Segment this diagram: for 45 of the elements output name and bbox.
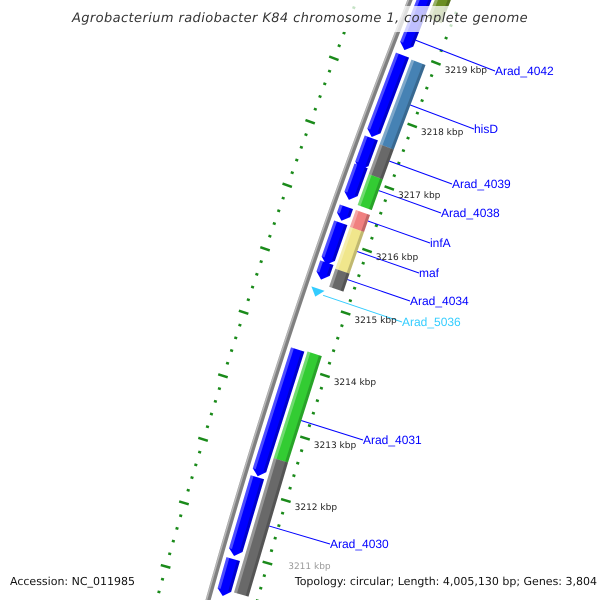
gene-label: Arad_4038 [441, 206, 500, 220]
gene-block [218, 557, 240, 596]
gene-block [367, 52, 410, 137]
gene-label: Arad_5036 [402, 315, 461, 329]
scale-label: 3217 kbp [398, 190, 440, 202]
leader-line [300, 420, 364, 440]
leader-line [347, 279, 410, 302]
gene-label: Arad_4031 [363, 433, 422, 447]
gene-bar [368, 144, 394, 180]
gene-bar [358, 174, 383, 210]
leader-line [356, 250, 420, 274]
leader-line [415, 40, 496, 72]
gene-label: Arad_4039 [452, 177, 511, 191]
gene-bar [329, 268, 350, 292]
scale-label: 3214 kbp [334, 378, 376, 390]
scale-label: 3218 kbp [420, 128, 464, 140]
leader-line [410, 104, 474, 130]
scale-label: 3215 kbp [354, 316, 397, 327]
info-text: Topology: circular; Length: 4,005,130 bp; Genes: 3,804 [294, 574, 598, 590]
scale-label: 3213 kbp [314, 440, 356, 452]
gene-block [344, 164, 368, 200]
gene-label: Arad_4030 [330, 537, 389, 551]
scale-label: 3211 kbp [288, 562, 331, 574]
gene-block [336, 204, 353, 221]
gene-block [355, 136, 378, 170]
leader-line [322, 294, 402, 322]
gene-block [322, 220, 348, 265]
gene-bar [350, 210, 370, 232]
leader-line [268, 525, 330, 544]
gene-label: hisD [474, 122, 498, 136]
gene-block [252, 347, 304, 476]
gene-marker [311, 286, 325, 297]
leader-line [378, 190, 442, 214]
gene-block [229, 475, 264, 556]
gene-label: Arad_4042 [495, 64, 554, 78]
gene-bar [335, 226, 364, 274]
gene-label: Arad_4034 [410, 294, 469, 308]
leader-line [388, 160, 452, 184]
gene-label: maf [419, 266, 440, 280]
scale-label: 3216 kbp [376, 253, 418, 264]
gene-bar [234, 458, 288, 597]
gene-block [316, 260, 334, 280]
scale-label: 3219 kbp [444, 66, 487, 77]
gene-label: infA [430, 236, 451, 250]
scale-label: 3212 kbp [294, 502, 338, 514]
